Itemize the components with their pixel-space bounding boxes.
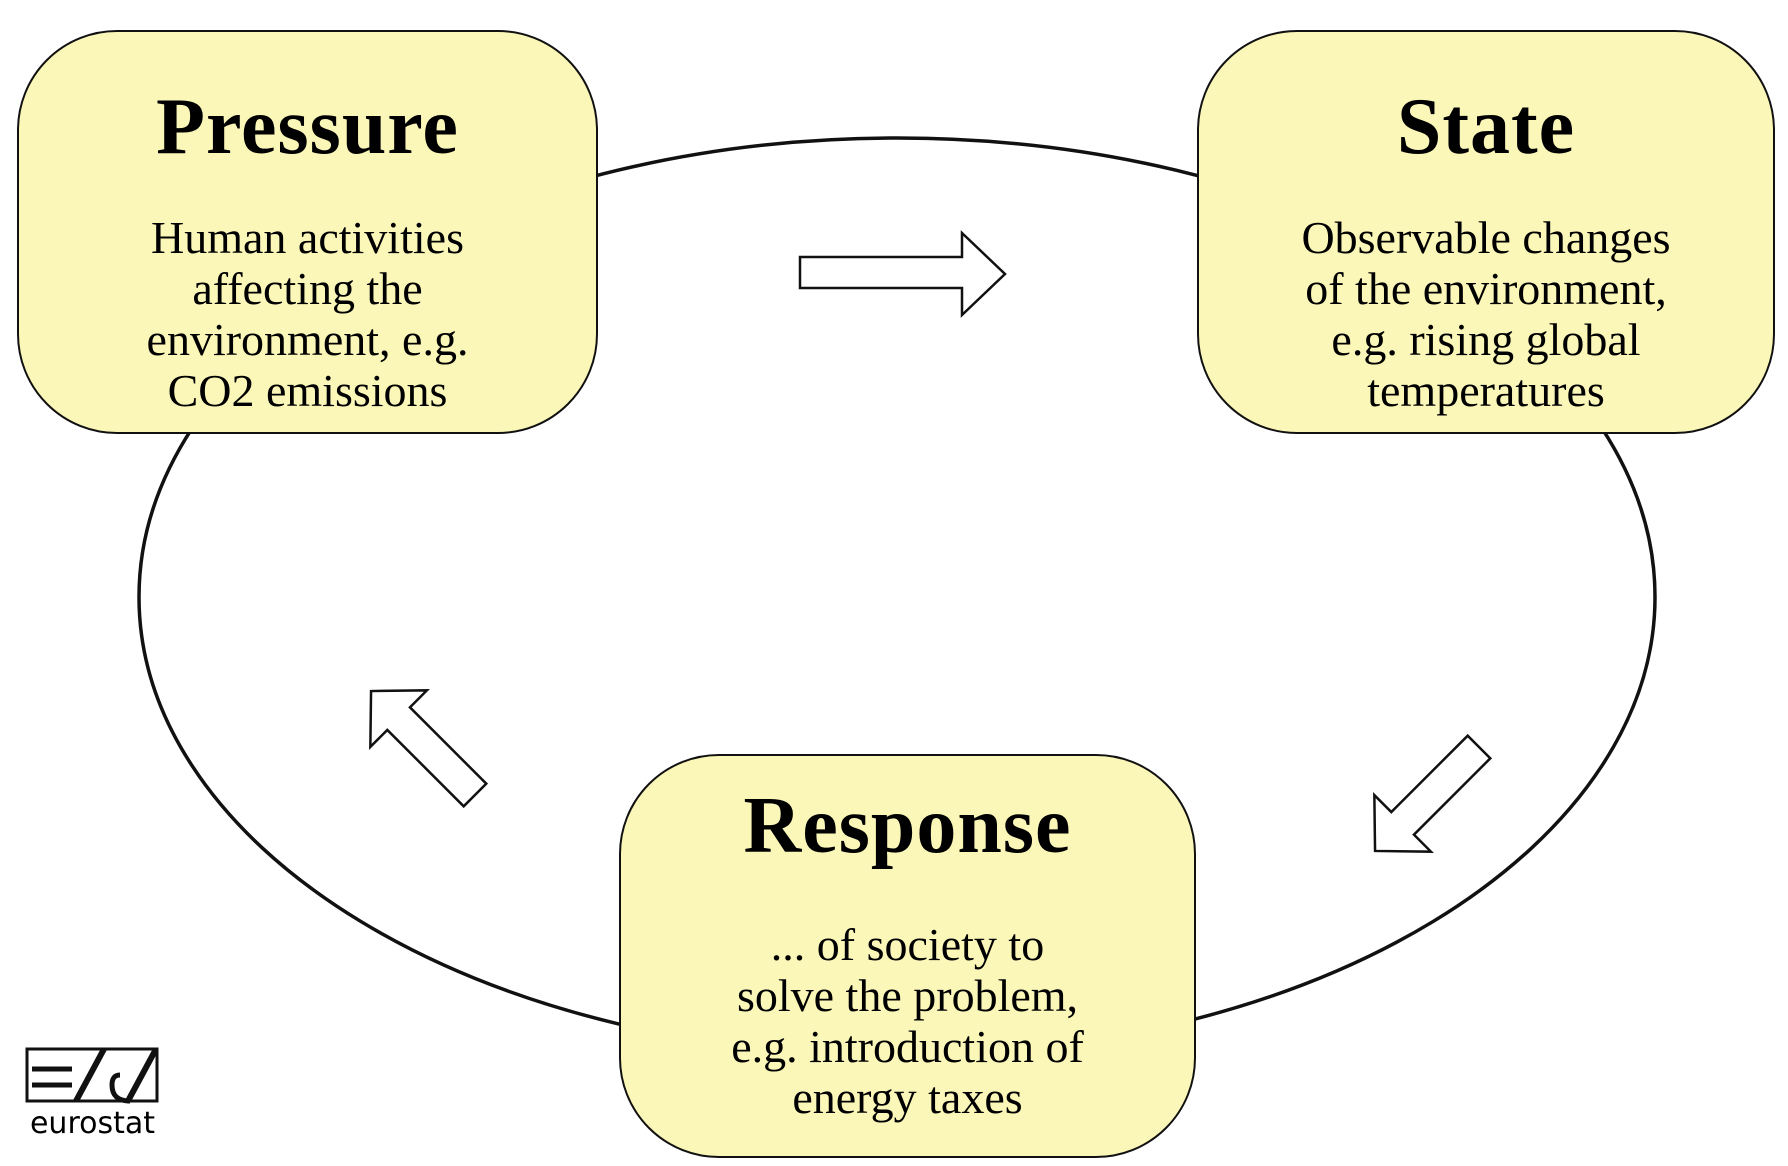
state-line: temperatures <box>1367 365 1605 416</box>
pressure-line: affecting the <box>192 263 423 314</box>
pressure-line: environment, e.g. <box>146 314 469 365</box>
eurostat-logo-icon <box>25 1047 159 1104</box>
pressure-title: Pressure <box>156 83 459 171</box>
state-line: e.g. rising global <box>1331 314 1641 365</box>
pressure-line: Human activities <box>151 212 464 263</box>
response-line: energy taxes <box>792 1072 1023 1123</box>
response-description: ... of society to solve the problem, e.g… <box>621 919 1194 1123</box>
state-line: of the environment, <box>1305 263 1667 314</box>
pressure-line: CO2 emissions <box>167 365 448 416</box>
arrow-right-icon <box>798 230 1007 318</box>
pressure-box: Pressure Human activities affecting the … <box>17 30 598 434</box>
state-box: State Observable changes of the environm… <box>1197 30 1775 434</box>
pressure-description: Human activities affecting the environme… <box>19 212 596 416</box>
arrow-down-left-icon <box>1373 733 1493 853</box>
response-line: e.g. introduction of <box>731 1021 1084 1072</box>
state-title: State <box>1396 83 1576 171</box>
response-line: ... of society to <box>770 919 1045 970</box>
state-line: Observable changes <box>1301 212 1671 263</box>
response-box: Response ... of society to solve the pro… <box>619 754 1196 1158</box>
eurostat-logo-text: eurostat <box>29 1106 156 1141</box>
response-title: Response <box>743 782 1072 870</box>
arrow-up-left-icon <box>369 689 489 809</box>
response-line: solve the problem, <box>736 970 1079 1021</box>
state-description: Observable changes of the environment, e… <box>1199 212 1773 416</box>
eurostat-logo: eurostat <box>20 1045 165 1145</box>
